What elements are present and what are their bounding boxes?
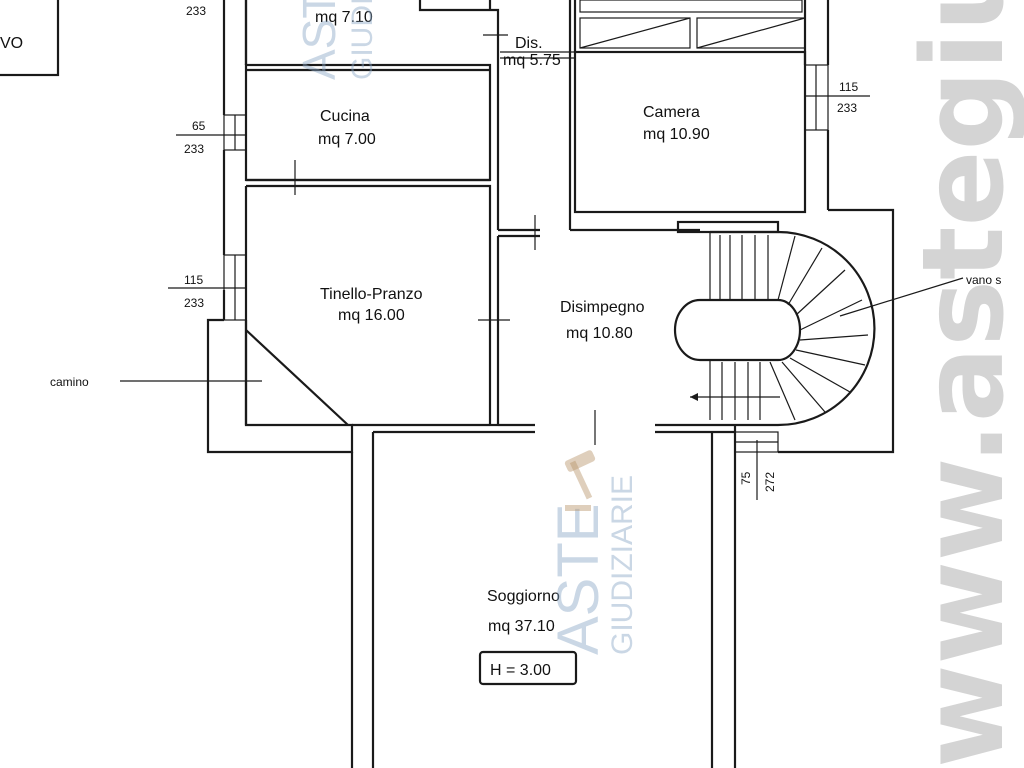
svg-text:65: 65	[192, 119, 206, 133]
room-tinello-area: mq 16.00	[338, 307, 405, 324]
room-camera-area: mq 10.90	[643, 126, 710, 143]
room-dis-name: Dis.	[515, 35, 543, 52]
dimension-stair-window: 75 272	[739, 440, 777, 500]
svg-text:233: 233	[184, 296, 204, 310]
floor-label: VO	[0, 35, 23, 52]
svg-text:272: 272	[763, 472, 777, 492]
dimension-camera-window: 115 233	[805, 80, 870, 115]
dimension-tinello-window: 115 233	[168, 273, 246, 310]
dimension-cucina-window: 65 233	[176, 119, 246, 156]
room-bagno-area: mq 7.10	[315, 9, 373, 26]
svg-text:ASTE: ASTE	[293, 0, 345, 80]
vano-scala-leader	[839, 277, 964, 317]
svg-text:GIUDIZIARIE: GIUDIZIARIE	[346, 0, 379, 80]
spiral-staircase	[673, 220, 876, 427]
room-disimpegno-name: Disimpegno	[560, 299, 645, 316]
svg-text:75: 75	[739, 471, 753, 485]
side-watermark: www.astegiudiziarie	[899, 0, 1024, 768]
outer-walls	[206, 0, 895, 768]
height-value: H = 3.00	[490, 662, 551, 679]
room-tinello-name: Tinello-Pranzo	[320, 286, 423, 303]
watermark-center: ASTE GIUDIZIARIE	[546, 450, 639, 656]
svg-text:ASTE: ASTE	[546, 504, 611, 656]
room-disimpegno-area: mq 10.80	[566, 325, 633, 342]
room-dis-area: mq 5.75	[503, 52, 561, 69]
height-box	[478, 650, 578, 686]
vano-scala-label: vano s	[966, 273, 1001, 287]
svg-text:115: 115	[839, 80, 858, 94]
svg-text:233: 233	[837, 101, 857, 115]
svg-text:233: 233	[186, 4, 206, 18]
room-cucina-area: mq 7.00	[318, 131, 376, 148]
door-marks	[294, 34, 596, 445]
room-cucina-name: Cucina	[320, 108, 370, 125]
floor-label-box	[0, 0, 60, 77]
room-soggiorno-area: mq 37.10	[488, 618, 555, 635]
room-soggiorno-name: Soggiorno	[487, 588, 560, 605]
camino-label: camino	[50, 375, 89, 389]
svg-text:GIUDIZIARIE: GIUDIZIARIE	[606, 475, 639, 655]
gavel-icon	[564, 450, 596, 511]
svg-text:233: 233	[184, 142, 204, 156]
watermark-top: ASTE GIUDIZIARIE	[293, 0, 379, 80]
svg-text:115: 115	[184, 273, 203, 287]
room-camera-name: Camera	[643, 104, 700, 121]
dimension-top-left: 233	[186, 4, 206, 18]
